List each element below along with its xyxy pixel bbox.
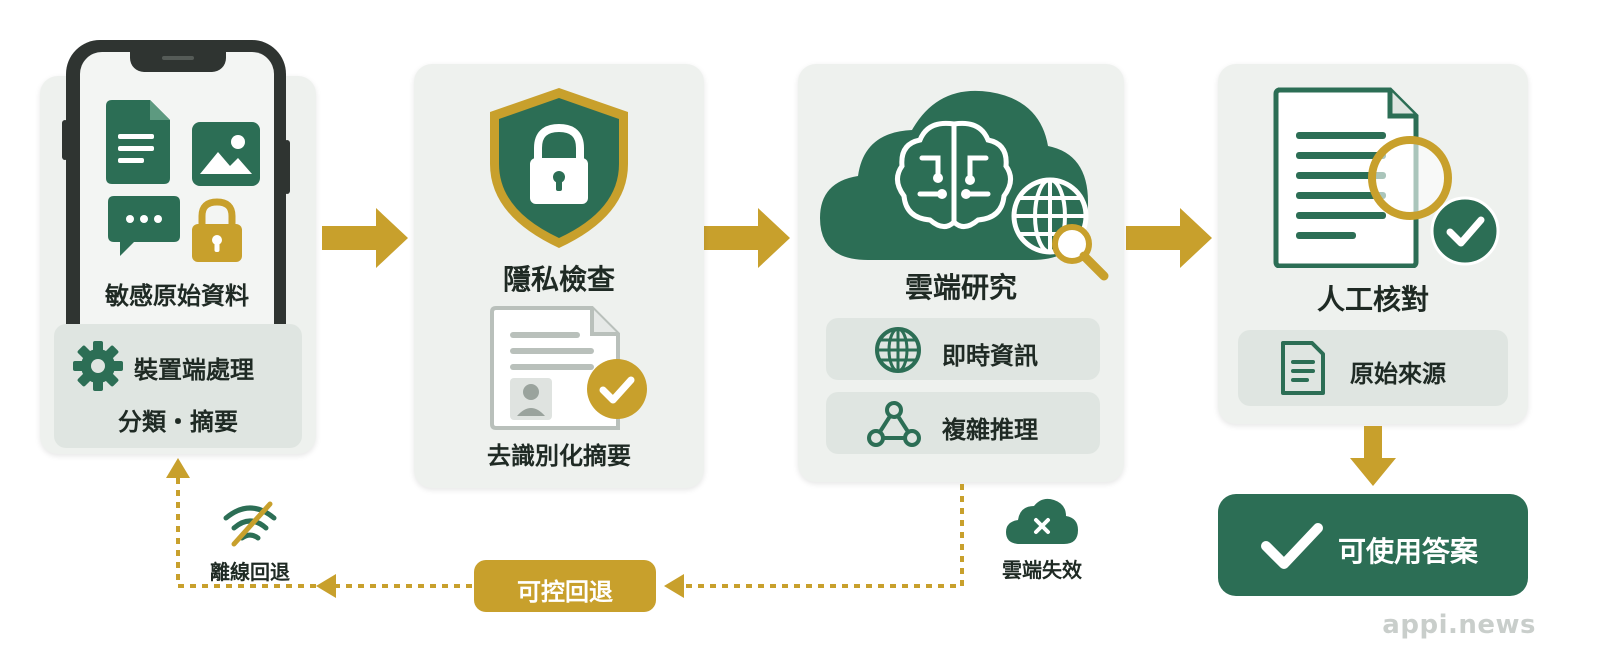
flow-arrow-3 [1126, 208, 1212, 268]
lock-icon [192, 198, 242, 262]
sensitive-data-label: 敏感原始資料 [105, 282, 249, 310]
human-review-title: 人工核對 [1316, 283, 1429, 316]
network-icon [867, 401, 921, 447]
phone-notch [130, 50, 226, 72]
device-processing-title: 裝置端處理 [134, 356, 254, 384]
phone-side-button [62, 120, 68, 160]
privacy-check-title: 隱私檢查 [502, 263, 615, 296]
phone-side-button [284, 140, 290, 194]
search-icon [1052, 224, 1109, 281]
globe-icon [875, 327, 921, 373]
cloud-item-realtime-label: 即時資訊 [942, 342, 1038, 370]
shield-lock-icon [490, 88, 628, 248]
image-icon [192, 122, 260, 186]
cloud-research-title: 雲端研究 [904, 271, 1017, 304]
deidentified-summary-label: 去識別化摘要 [487, 442, 631, 470]
flow-arrow-down [1350, 426, 1396, 486]
cloud-item-reasoning-label: 複雜推理 [942, 416, 1038, 444]
wifi-off-icon [223, 501, 277, 547]
document-icon [1281, 341, 1325, 395]
usable-answer-label: 可使用答案 [1338, 535, 1479, 568]
check-badge-icon [587, 359, 647, 419]
report-icon [1273, 87, 1419, 268]
id-document-icon [490, 306, 620, 430]
document-icon [106, 100, 170, 184]
magnifier-icon [1368, 136, 1452, 220]
controlled-fallback-badge [474, 560, 656, 612]
offline-fallback-label: 離線回退 [210, 560, 290, 584]
cloud-fail-label: 雲端失效 [1002, 558, 1082, 582]
original-source-label: 原始來源 [1350, 360, 1446, 388]
cloud-fail-icon [1006, 498, 1078, 544]
flow-arrow-1 [322, 208, 408, 268]
phone-screen [80, 52, 274, 332]
check-badge-icon [1430, 196, 1500, 266]
gear-icon [73, 341, 123, 391]
check-icon [1261, 523, 1323, 569]
controlled-fallback-label: 可控回退 [517, 578, 613, 606]
chat-icon [108, 196, 180, 256]
device-processing-subtitle: 分類・摘要 [118, 408, 238, 436]
phone-speaker [162, 56, 194, 60]
cloud-item-realtime [826, 318, 1100, 380]
watermark-text: appi.news [1382, 610, 1536, 640]
flow-arrow-2 [704, 208, 790, 268]
